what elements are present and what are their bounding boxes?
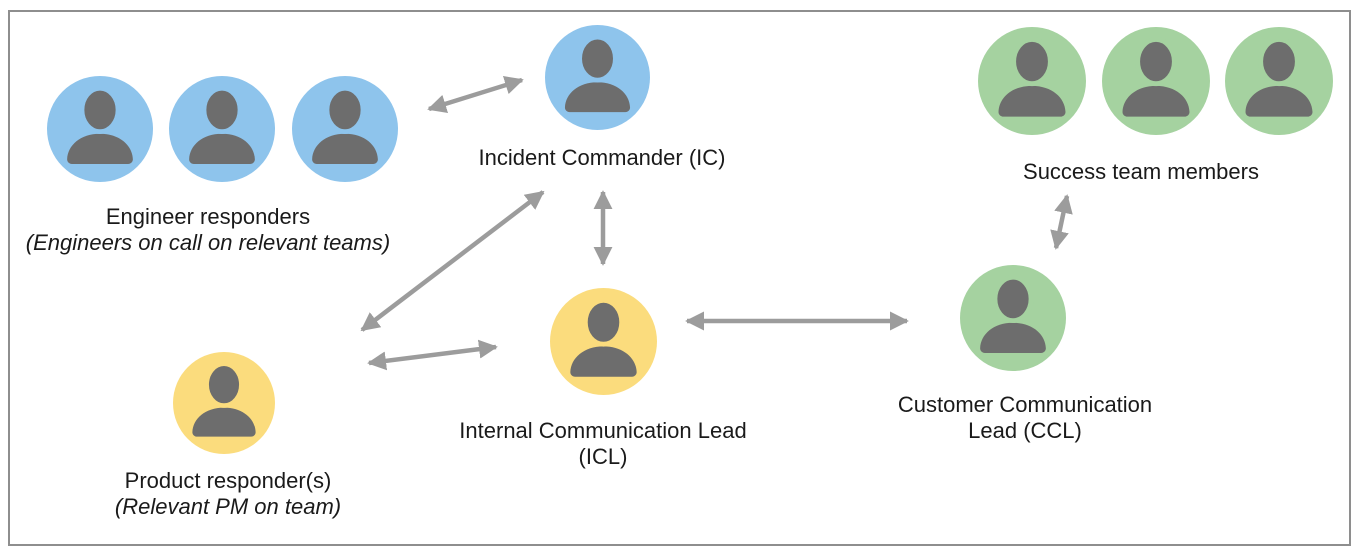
engineer-responders-label-line: Engineer responders [105,204,311,229]
success-team-avatar-1 [978,27,1086,135]
product-responder-avatar [173,352,275,454]
customer-communication-lead-label-line2: Lead (CCL) [968,418,1082,443]
person-icon [550,288,657,395]
success-team-avatar-3 [1225,27,1333,135]
incident-commander-label: Incident Commander (IC) [478,145,726,170]
customer-communication-lead-label: Customer Communication Lead (CCL) [898,392,1152,444]
person-icon [292,76,398,182]
person-icon [960,265,1066,371]
engineer-responder-avatar-2 [169,76,275,182]
engineer-responder-avatar-3 [292,76,398,182]
product-responder-label: Product responder(s) (Relevant PM on tea… [115,468,341,520]
internal-communication-lead-avatar [550,288,657,395]
product-responder-sublabel: (Relevant PM on team) [114,494,342,519]
person-icon [978,27,1086,135]
engineer-responders-label: Engineer responders (Engineers on call o… [26,204,390,256]
person-icon [1102,27,1210,135]
success-team-label: Success team members [1023,159,1259,184]
incident-commander-avatar [545,25,650,130]
engineer-responders-sublabel: (Engineers on call on relevant teams) [25,230,391,255]
person-icon [169,76,275,182]
customer-communication-lead-avatar [960,265,1066,371]
engineer-responder-avatar-1 [47,76,153,182]
person-icon [545,25,650,130]
person-icon [47,76,153,182]
product-responder-label-line: Product responder(s) [124,468,332,493]
person-icon [173,352,275,454]
internal-communication-lead-label: Internal Communication Lead (ICL) [459,418,746,470]
person-icon [1225,27,1333,135]
internal-communication-lead-label-line2: (ICL) [578,444,628,469]
success-team-avatar-2 [1102,27,1210,135]
internal-communication-lead-label-line1: Internal Communication Lead [459,418,747,443]
customer-communication-lead-label-line1: Customer Communication [897,392,1153,417]
